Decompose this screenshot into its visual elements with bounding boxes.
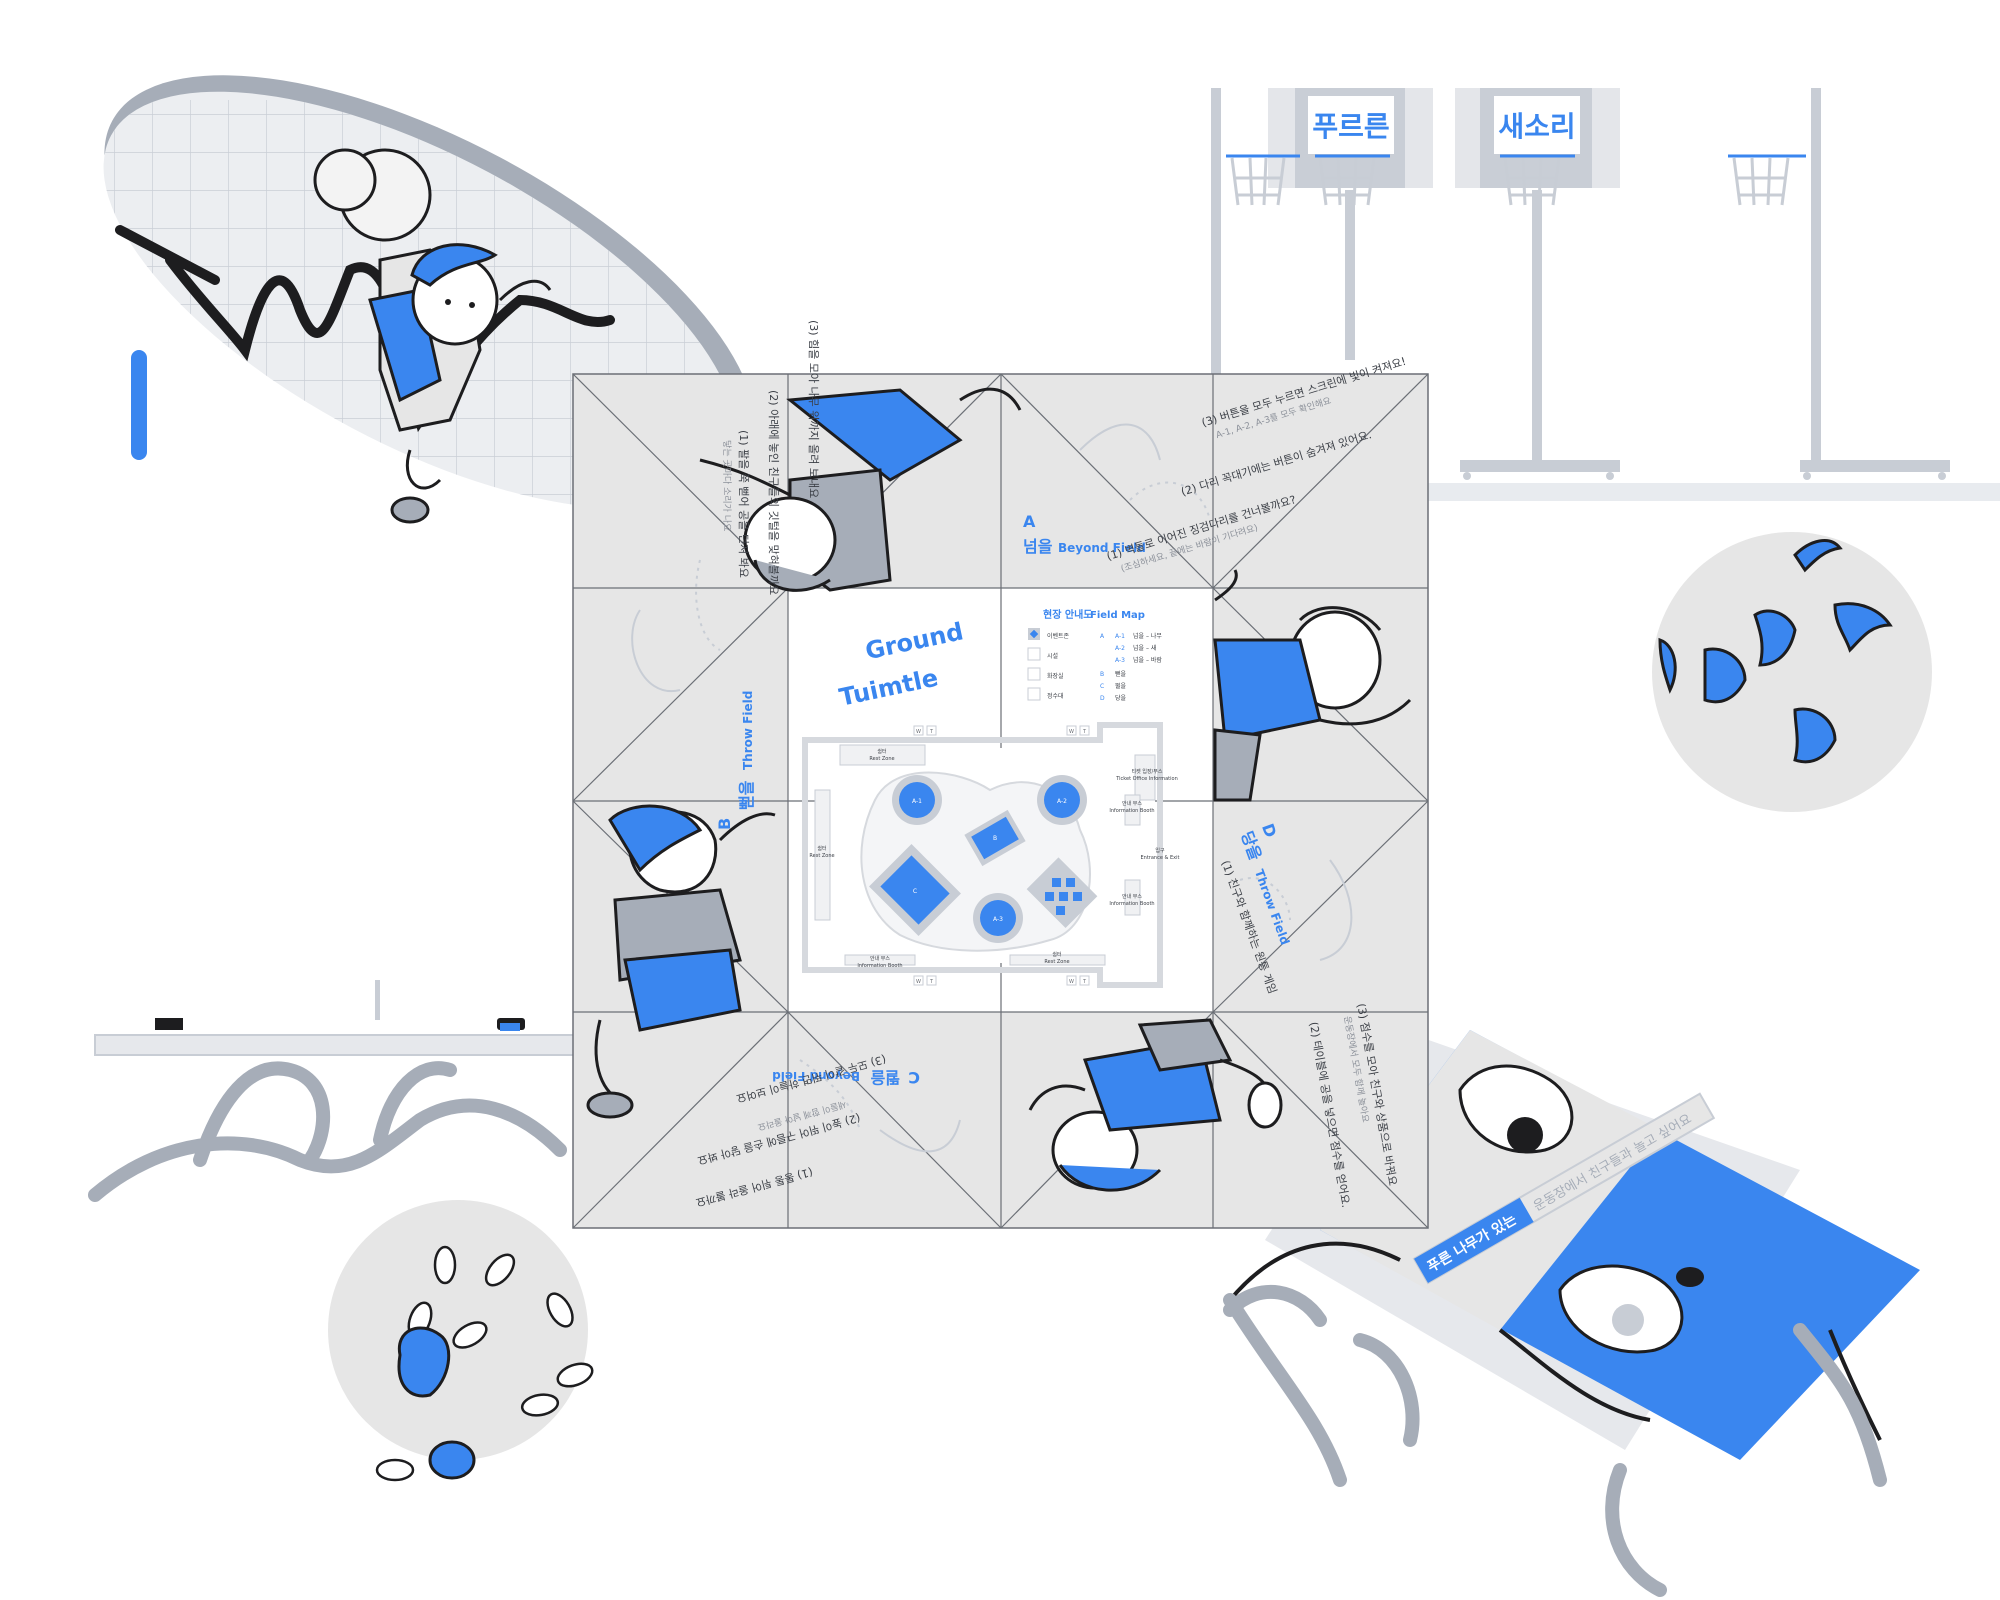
sign-right: 새소리	[1498, 110, 1575, 143]
plan-rest-left-en: Rest Zone	[809, 853, 834, 859]
section-a-letter: A	[1023, 512, 1036, 531]
right-table: 푸른 나무가 있는 운동장에서 친구들과 놀고 싶어요	[1223, 1030, 1920, 1597]
zone-label-1: 넘을 – 나무	[1133, 632, 1162, 640]
zone-code-1: A-1	[1115, 633, 1125, 640]
zone-label-2: 넘을 – 새	[1133, 644, 1156, 652]
marker-6: W	[1069, 979, 1074, 985]
floor-plan: A-1 A-2 A-3 B C	[802, 722, 1180, 988]
marker-2: W	[1069, 729, 1074, 735]
zone-code-3: A-3	[1115, 657, 1125, 664]
legend-label-3: 정수대	[1047, 692, 1064, 700]
t-icon	[1027, 667, 1041, 681]
character-bottom	[1028, 1018, 1283, 1192]
plan-entrance-ko: 입구	[1155, 847, 1165, 854]
plan-a2: A-2	[1057, 798, 1067, 805]
plan-rest-top-en: Rest Zone	[869, 756, 894, 762]
legend-label-2: 화장실	[1047, 672, 1064, 680]
zone-label-4: 뻗을	[1115, 670, 1127, 678]
zone-code-2: A-2	[1115, 645, 1125, 652]
zone-label-5: 뛸을	[1115, 682, 1127, 690]
section-b-item1: (1) 팔을 쭉 뻗어 공을 던져 봐요	[737, 430, 750, 578]
birds-circle	[1652, 532, 1932, 812]
section-b-item3: (3) 힘을 모아 나무 위까지 올려 보내요	[807, 320, 820, 498]
section-b-item2: (2) 아래에 놓인 친구들의 깃털을 맞혀볼까요	[767, 390, 780, 595]
plan-entrance-en: Entrance & Exit	[1141, 855, 1180, 861]
legend-label-0: 이벤트존	[1047, 632, 1070, 640]
plan-info2-ko: 안내 부스	[1122, 800, 1142, 807]
section-d-letter: D	[1258, 821, 1280, 840]
zone-code-4: B	[1100, 671, 1104, 678]
w-icon	[1027, 687, 1041, 701]
plan-rest-top-ko: 쉼터	[877, 748, 886, 755]
box-icon	[1027, 647, 1041, 661]
plan-info3-ko: 안내 부스	[1122, 893, 1142, 900]
section-c-title-en: Beyond Field	[772, 1069, 860, 1083]
seeds-circle	[328, 1200, 594, 1482]
plan-info-en: Information Booth	[857, 963, 902, 969]
diamond-icon	[1029, 629, 1039, 639]
section-c-letter: C	[908, 1068, 920, 1087]
section-b-letter: B	[715, 818, 734, 830]
plan-rest-left-ko: 쉼터	[817, 845, 826, 852]
plan-info3-en: Information Booth	[1109, 901, 1154, 907]
marker-0: W	[916, 729, 921, 735]
character-left	[586, 804, 776, 1119]
section-a-title-ko: 넘을	[1023, 537, 1053, 556]
plan-rest-bottom-ko: 쉼터	[1052, 951, 1061, 958]
character-right	[1213, 569, 1412, 802]
legend-label-1: 시설	[1047, 652, 1058, 660]
marker-7: T	[1082, 979, 1087, 985]
zone-label-3: 넘을 – 바람	[1133, 656, 1162, 664]
basketball-hoops: 푸르른 새소리	[1211, 88, 2000, 501]
character-top	[699, 387, 1022, 592]
plan-c: C	[913, 888, 917, 895]
plan-b: B	[993, 835, 997, 842]
left-table	[88, 980, 576, 1202]
plan-ticket-en: Ticket Office Information	[1115, 776, 1178, 782]
zone-code-6: D	[1100, 695, 1105, 702]
section-b-title-en: Throw Field	[741, 691, 755, 770]
paper-fortune-teller: A 넘을 Beyond Field (1) 벽돌로 이어진 징검다리를 건너볼까…	[572, 320, 1429, 1229]
marker-5: T	[929, 979, 934, 985]
map-legend: 이벤트존 시설 화장실 정수대	[1027, 628, 1070, 701]
zone-code-5: C	[1100, 683, 1104, 690]
section-b-title-ko: 뻗을	[737, 780, 756, 810]
plan-info-ko: 안내 부스	[870, 955, 890, 962]
section-a-title-en: Beyond Field	[1058, 541, 1146, 555]
plan-info2-en: Information Booth	[1109, 808, 1154, 814]
sign-left: 푸르른	[1312, 110, 1389, 143]
marker-4: W	[916, 979, 921, 985]
map-heading-en: Field Map	[1090, 610, 1145, 621]
plan-ticket-ko: 티켓 입장/부스	[1132, 768, 1163, 775]
marker-1: T	[929, 729, 934, 735]
map-zones: A A-1 넘을 – 나무 A-2 넘을 – 새 A-3 넘을 – 바람 B 뻗…	[1100, 632, 1162, 702]
plan-a3: A-3	[993, 916, 1003, 923]
plan-rest-bottom-en: Rest Zone	[1044, 959, 1069, 965]
plan-a1: A-1	[912, 798, 922, 805]
section-b-item1-sub: 닿는 곳마다 소리가 나요	[721, 440, 733, 531]
section-b: B 뻗을 Throw Field (1) 팔을 쭉 뻗어 공을 던져 봐요 닿는…	[715, 320, 820, 830]
marker-3: T	[1082, 729, 1087, 735]
zone-code-0: A	[1100, 633, 1105, 640]
section-c-title-ko: 뛸을	[870, 1068, 900, 1087]
map-heading-ko: 현장 안내도	[1043, 608, 1092, 621]
zone-label-6: 당을	[1115, 694, 1127, 702]
